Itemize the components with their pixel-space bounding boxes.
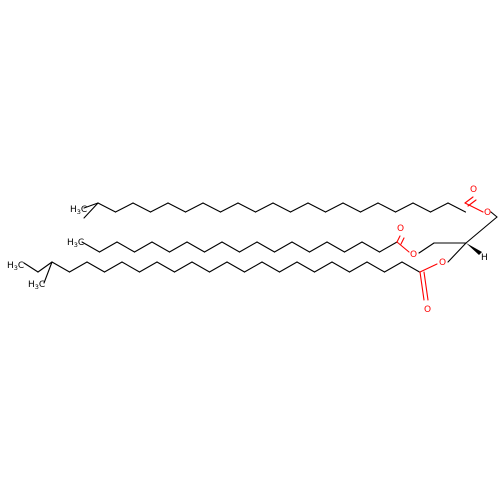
bond-chain3 — [191, 261, 211, 273]
bond-ester-1 — [464, 202, 484, 213]
bond-chain1 — [359, 202, 379, 213]
atom-labels: H3C O O H3C O O H3C H3C O O H — [7, 185, 491, 315]
bond-chain1 — [202, 202, 222, 213]
bond-chain3 — [86, 261, 106, 273]
bond-chain1 — [167, 202, 187, 213]
bond-chain3 — [243, 261, 263, 273]
bond-chain1 — [377, 202, 397, 213]
bond-chain3 — [261, 261, 281, 273]
oxygen-carbonyl-3: O — [424, 305, 431, 315]
stereo-wedge-bond — [466, 243, 482, 255]
bond-chain1-branch — [83, 202, 99, 209]
bond-glycerol-1 — [490, 211, 498, 218]
bond-carbonyl-3-double — [419, 271, 425, 301]
bond-carbonyl-2-double — [396, 235, 401, 243]
bond-chain1 — [394, 202, 414, 213]
bond-chain2 — [151, 241, 171, 253]
oxygen-carbonyl-1: O — [470, 185, 477, 195]
bond-chain1-branch — [83, 202, 99, 219]
bond-chain1 — [447, 202, 467, 213]
bond-chain2 — [361, 241, 381, 253]
bond-chain3 — [208, 261, 228, 273]
bond-chain2 — [186, 241, 206, 253]
bond-carbonyl-2-double — [400, 237, 405, 245]
bond-chain3 — [226, 261, 246, 273]
ch3-label-ethyl: H3C — [7, 261, 24, 272]
bond-chain2 — [221, 241, 241, 253]
bond-chain1 — [97, 202, 117, 213]
bond-chain2 — [133, 241, 153, 253]
bond-chain3-ethyl — [23, 262, 39, 273]
oxygen-carbonyl-2: O — [397, 224, 404, 234]
bond-chain3 — [68, 261, 88, 273]
bond-chain1 — [342, 202, 362, 213]
ch3-label-methyl: H3C — [28, 280, 45, 291]
bond-chain1 — [412, 202, 432, 213]
bond-carbonyl-3-double — [423, 271, 429, 301]
oxygen-ether-1: O — [484, 208, 491, 218]
bond-ester-2 — [396, 241, 410, 253]
bond-ester-3 — [419, 263, 438, 273]
bond-chain2 — [291, 241, 311, 253]
bond-chain3-methyl — [43, 261, 53, 284]
bond-chain3 — [313, 261, 333, 273]
bond-chain2 — [81, 241, 101, 253]
ch3-label-top: H3C — [70, 205, 87, 216]
bond-chain2 — [256, 241, 276, 253]
bond-chain2 — [116, 241, 136, 253]
ch3-label-mid: H3C — [67, 238, 84, 249]
bond-chain3 — [331, 261, 351, 273]
bond-chain1 — [324, 202, 344, 213]
bond-lines — [23, 196, 498, 301]
bond-chain1 — [132, 202, 152, 213]
bond-chain1 — [307, 202, 327, 213]
bond-chain3 — [348, 261, 368, 273]
bond-chain3 — [103, 261, 123, 273]
bond-glycerol-backbone — [465, 216, 498, 244]
bond-chain3 — [51, 261, 71, 273]
bond-glycerol-2 — [418, 242, 435, 254]
oxygen-ether-3: O — [439, 258, 446, 268]
oxygen-ether-2: O — [410, 250, 417, 260]
bond-chain3 — [278, 261, 298, 273]
stereo-hydrogen: H — [481, 253, 488, 263]
bond-chain2 — [343, 241, 363, 253]
bond-chain2 — [378, 241, 398, 253]
bond-chain2 — [326, 241, 346, 253]
bond-chain1 — [219, 202, 239, 213]
bond-chain3 — [138, 261, 158, 273]
bond-chain2 — [168, 241, 188, 253]
bond-carbonyl-1-double — [464, 196, 474, 204]
bond-glycerol-3 — [447, 242, 467, 263]
bond-chain3-ethyl — [37, 261, 53, 273]
bond-chain3 — [156, 261, 176, 273]
bond-chain2 — [98, 241, 118, 253]
bond-chain1 — [114, 202, 134, 213]
bond-chain2 — [238, 241, 258, 253]
bond-chain1 — [184, 202, 204, 213]
bond-chain3 — [296, 261, 316, 273]
bond-chain1 — [289, 202, 309, 213]
bond-chain3 — [366, 261, 386, 273]
bond-chain3 — [401, 261, 421, 273]
bond-chain2 — [273, 241, 293, 253]
bond-chain1 — [272, 202, 292, 213]
bond-chain3 — [173, 261, 193, 273]
bond-chain3 — [121, 261, 141, 273]
bond-chain2 — [203, 241, 223, 253]
bond-chain2 — [308, 241, 328, 253]
bond-chain1 — [429, 202, 449, 213]
bond-chain3 — [383, 261, 403, 273]
bond-chain1 — [237, 202, 257, 213]
bond-chain1 — [149, 202, 169, 213]
bond-chain1 — [254, 202, 274, 213]
